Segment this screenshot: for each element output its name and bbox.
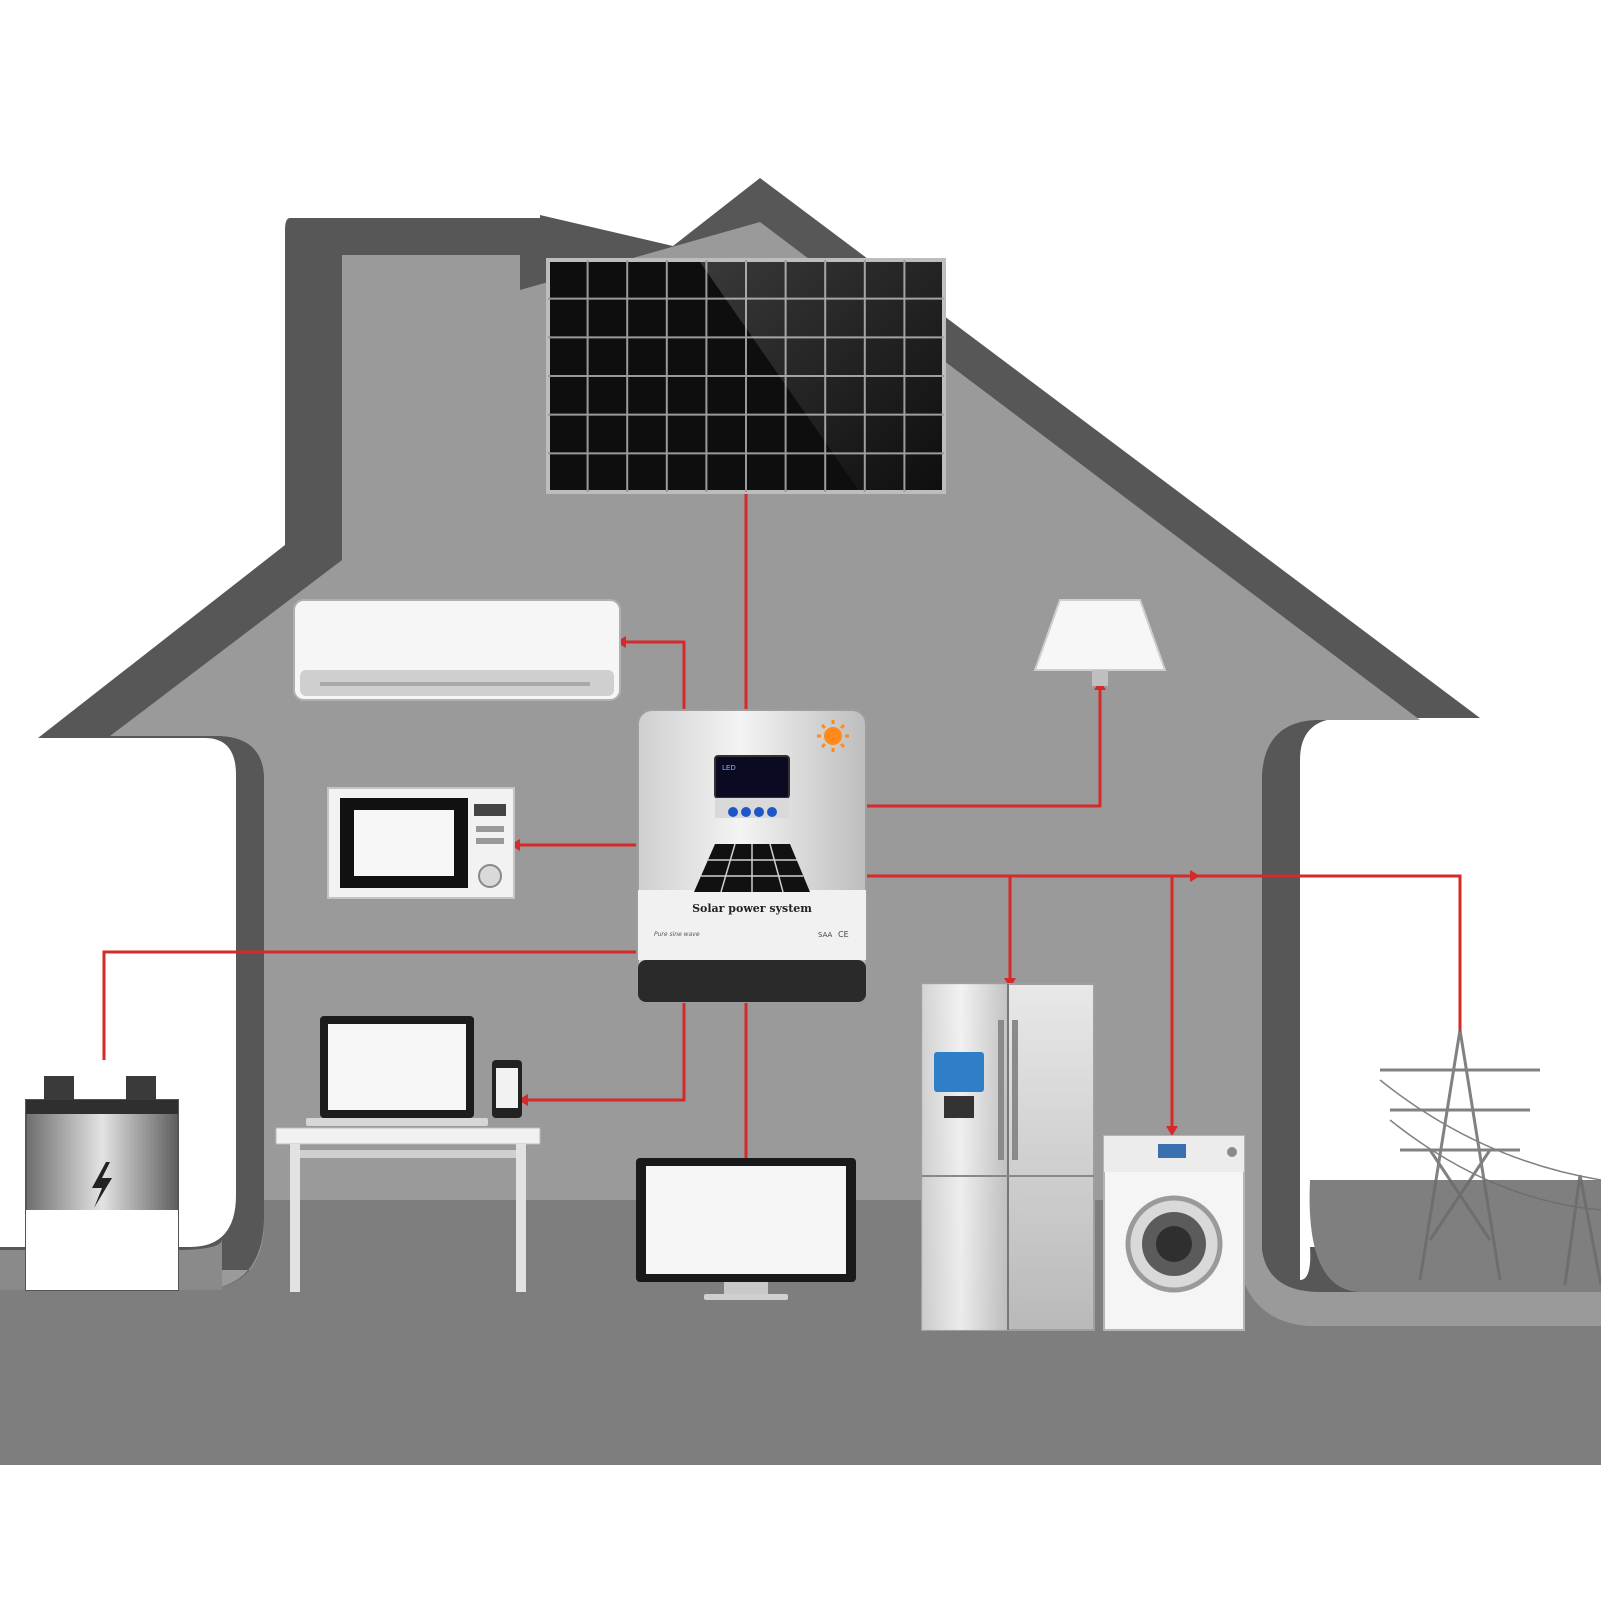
inverter-screen-text: LED [722, 764, 736, 772]
solar-panel-graphic-icon [694, 843, 810, 893]
wiring [102, 488, 1462, 1160]
power-pylon-icon [1379, 1029, 1601, 1286]
desk-icon [275, 1127, 541, 1292]
monitor-icon [636, 1158, 856, 1300]
microwave-icon [327, 787, 515, 899]
phone-icon [492, 1060, 522, 1118]
battery-icon [25, 1076, 179, 1291]
inverter-title: Solar power system [692, 902, 812, 915]
laptop-icon [306, 1016, 488, 1126]
washing-machine-icon [1103, 1135, 1245, 1331]
solar-panel-icon [546, 258, 946, 494]
inverter-icon: LED Solar power sy [637, 709, 867, 1003]
inverter-certification: CE [838, 930, 849, 939]
inverter-cert-mark: SAA [818, 931, 833, 939]
air-conditioner-icon [293, 599, 621, 701]
sun-icon [817, 720, 849, 752]
lamp-icon [1033, 599, 1167, 686]
refrigerator-icon [921, 983, 1095, 1331]
inverter-brand: Pure sine wave [654, 931, 700, 938]
